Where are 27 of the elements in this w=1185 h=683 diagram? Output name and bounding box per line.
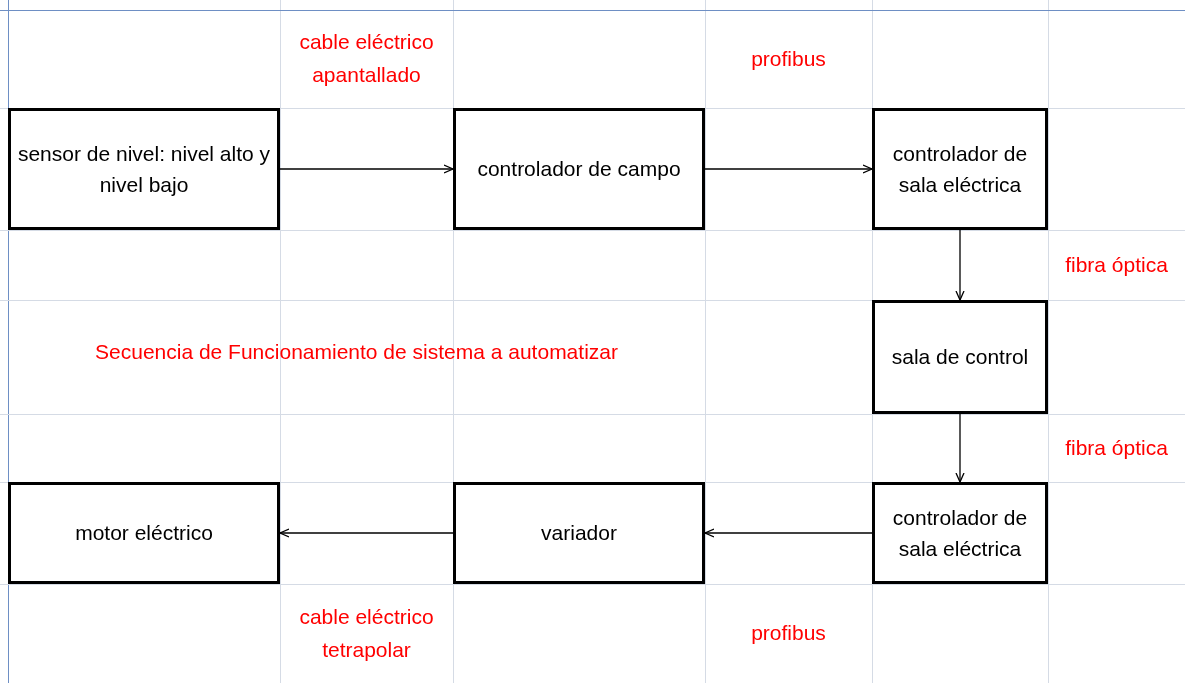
edge-label: fibra óptica: [1064, 434, 1169, 461]
box-label: variador: [541, 520, 617, 547]
edge-label: cable eléctrico tetrapolar: [298, 603, 435, 663]
process-box: [453, 108, 705, 230]
edge-label: profibus: [750, 45, 827, 72]
arrow: [704, 528, 873, 538]
process-box: [872, 108, 1048, 230]
process-box: [453, 482, 705, 584]
arrow: [704, 164, 873, 174]
arrow: [279, 164, 454, 174]
edge-label: fibra óptica: [1064, 251, 1169, 278]
box-label: sensor de nivel: nivel alto y nivel bajo: [16, 140, 272, 198]
edge-label: profibus: [750, 620, 827, 647]
process-box: [8, 108, 280, 230]
box-label: controlador de sala eléctrica: [891, 504, 1029, 562]
arrow: [279, 528, 454, 538]
box-label: controlador de campo: [477, 156, 681, 183]
process-box: [872, 300, 1048, 414]
arrow: [955, 413, 965, 483]
arrow: [955, 229, 965, 301]
process-box: [872, 482, 1048, 584]
box-label: motor eléctrico: [75, 520, 213, 547]
process-box: [8, 482, 280, 584]
box-label: sala de control: [891, 344, 1029, 371]
title: Secuencia de Funcionamiento de sistema a automatizar: [94, 340, 619, 364]
edge-label: cable eléctrico apantallado: [298, 29, 435, 88]
box-label: controlador de sala eléctrica: [891, 140, 1029, 198]
